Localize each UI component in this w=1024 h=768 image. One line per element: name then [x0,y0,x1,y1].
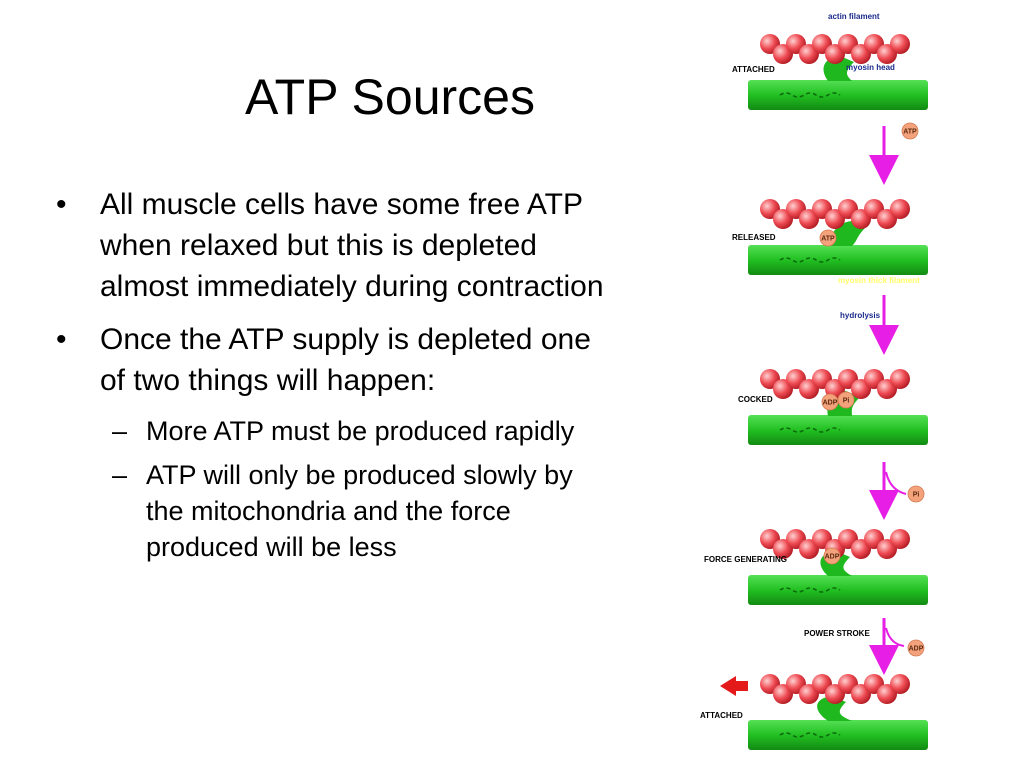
atp-badge-text: ATP [903,129,917,136]
bullet-text: Once the ATP supply is depleted one of t… [100,323,591,397]
actin-bead [890,529,910,549]
atp-badge [901,122,919,140]
myosin-thick-filament [748,575,928,605]
myosin-thick-filament [748,415,928,445]
stage-label-attached: ATTACHED [732,65,775,74]
cross-bridge-cycle-diagram: ATTACHED RELEASED COCKED FORCE GENERATING PO… [700,12,928,750]
stage-label-released: RELEASED [732,233,776,242]
stage-label-power-stroke: POWER STROKE [804,629,870,638]
filament-wave [779,732,841,738]
adp-released-badge [907,639,925,657]
myosin-head-label: myosin head [846,63,895,72]
atp-bound-badge [819,229,837,247]
bullet-symbol: • [56,323,67,356]
cross-bridge-unit [748,529,928,605]
stage-label-cocked: COCKED [738,395,773,404]
actin-bead [890,369,910,389]
myosin-thick-filament [748,245,928,275]
myosin-head [817,696,852,721]
slide-title: ATP Sources [245,69,535,125]
bullet-item: • All muscle cells have some free ATP wh… [56,184,616,307]
filament-wave [779,92,841,98]
adp-force-badge-text: ADP [825,554,840,561]
cross-bridge-unit [748,199,928,275]
pi-release-arrow [885,471,907,495]
sub-bullet-item: – ATP will only be produced slowly by th… [56,457,616,565]
hydrolysis-label: hydrolysis [840,311,881,320]
cross-bridge-unit [748,674,928,750]
dash-symbol: – [112,460,128,490]
filament-wave [779,427,841,433]
stage-label-force-generating: FORCE GENERATING [704,555,787,564]
pi-released-badge-text: Pi [913,492,920,499]
bullet-symbol: • [56,188,67,221]
adp-released-badge-text: ADP [909,646,924,653]
pi-bound-badge-text: Pi [843,398,850,405]
cross-bridge-unit [748,34,928,110]
actin-bead [890,34,910,54]
adp-release-arrow [885,627,905,647]
sub-bullet-text: More ATP must be produced rapidly [146,416,575,446]
actin-filament-label: actin filament [828,12,880,21]
bullet-item: • Once the ATP supply is depleted one of… [56,319,616,401]
filament-wave [779,257,841,263]
sub-bullet-item: – More ATP must be produced rapidly [56,413,616,449]
movement-direction-arrow [720,676,748,696]
slide-body: • All muscle cells have some free ATP wh… [56,184,616,573]
filament-wave [779,587,841,593]
sub-bullet-text: ATP will only be produced slowly by the … [146,460,573,562]
myosin-thick-filament-label: myosin thick filament [838,276,920,285]
bullet-text: All muscle cells have some free ATP when… [100,188,604,303]
myosin-thick-filament [748,720,928,750]
adp-force-badge [823,547,841,565]
stage-label-attached-final: ATTACHED [700,711,743,720]
adp-bound-badge-text: ADP [823,400,838,407]
cross-bridge-unit [748,369,928,445]
pi-bound-badge [837,391,855,409]
actin-bead [890,674,910,694]
atp-bound-badge-text: ATP [821,236,835,243]
dash-symbol: – [112,416,128,446]
actin-bead [890,199,910,219]
pi-released-badge [907,485,925,503]
myosin-thick-filament [748,80,928,110]
